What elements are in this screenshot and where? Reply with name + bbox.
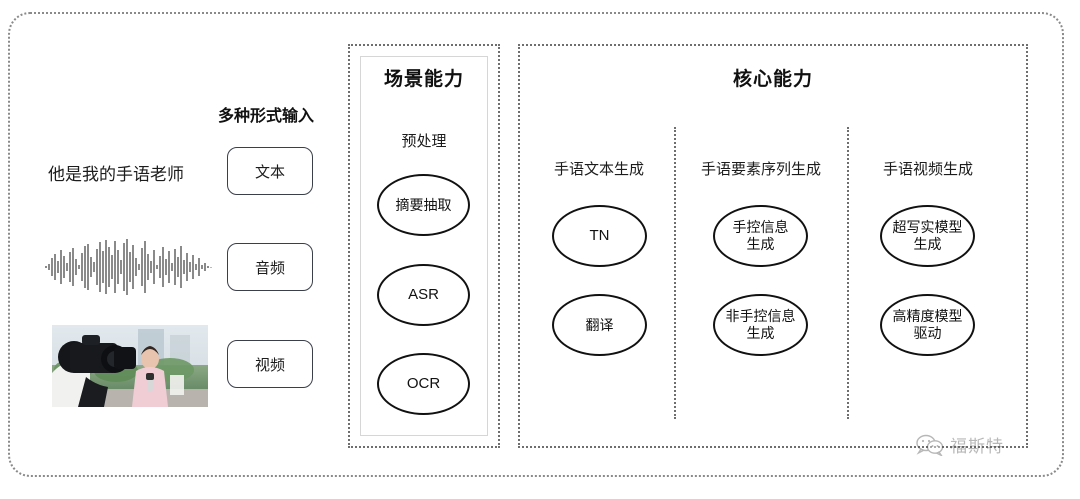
node-photorealistic-model-generation[interactable]: 超写实模型 生成 — [880, 205, 975, 267]
video-frame-icon — [52, 325, 208, 407]
watermark-brand: 福斯特 — [950, 437, 1004, 456]
video-thumbnail-image — [52, 325, 208, 407]
node-manual-info-generation[interactable]: 手控信息 生成 — [713, 205, 808, 267]
node-non-manual-info-generation-label: 非手控信息 生成 — [725, 308, 796, 341]
input-chip-text-label: 文本 — [254, 163, 285, 181]
node-high-precision-model-driving-label: 高精度模型 驱动 — [892, 308, 963, 341]
input-section-heading: 多种形式输入 — [218, 108, 315, 125]
input-chip-audio-label: 音频 — [254, 259, 285, 277]
audio-waveform-image — [44, 238, 216, 296]
node-photorealistic-model-generation-label: 超写实模型 生成 — [892, 219, 963, 252]
node-manual-info-generation-label: 手控信息 生成 — [732, 219, 789, 252]
core-group-label-sign-text-generation: 手语文本生成 — [553, 161, 644, 178]
wechat-icon — [916, 434, 944, 456]
node-summary-extraction-label: 摘要抽取 — [395, 196, 452, 213]
core-column-separator-2 — [847, 127, 849, 419]
watermark: 福斯特 — [916, 432, 1004, 457]
node-tn-label: TN — [589, 227, 610, 245]
input-sample-text: 他是我的手语老师 — [48, 165, 184, 184]
core-group-label-sign-element-sequence-generation: 手语要素序列生成 — [700, 161, 821, 178]
input-chip-video-label: 视频 — [254, 356, 285, 374]
node-tn[interactable]: TN — [552, 205, 647, 267]
node-translation-label: 翻译 — [585, 316, 614, 333]
node-summary-extraction[interactable]: 摘要抽取 — [377, 174, 470, 236]
outer-frame — [8, 12, 1064, 477]
core-capability-panel-border — [518, 44, 1028, 448]
core-group-label-sign-video-generation: 手语视频生成 — [882, 161, 973, 178]
scene-capability-title: 场景能力 — [383, 69, 464, 90]
node-non-manual-info-generation[interactable]: 非手控信息 生成 — [713, 294, 808, 356]
node-high-precision-model-driving[interactable]: 高精度模型 驱动 — [880, 294, 975, 356]
node-translation[interactable]: 翻译 — [552, 294, 647, 356]
input-chip-video[interactable]: 视频 — [227, 340, 313, 388]
input-chip-audio[interactable]: 音频 — [227, 243, 313, 291]
scene-group-label-preprocess: 预处理 — [401, 133, 447, 150]
core-column-separator-1 — [674, 127, 676, 419]
node-asr[interactable]: ASR — [377, 264, 470, 326]
node-ocr-label: OCR — [406, 375, 441, 393]
node-ocr[interactable]: OCR — [377, 353, 470, 415]
core-capability-title: 核心能力 — [732, 69, 813, 90]
node-asr-label: ASR — [408, 286, 439, 304]
input-chip-text[interactable]: 文本 — [227, 147, 313, 195]
waveform-icon — [45, 239, 212, 295]
scene-capability-panel-border — [348, 44, 500, 448]
